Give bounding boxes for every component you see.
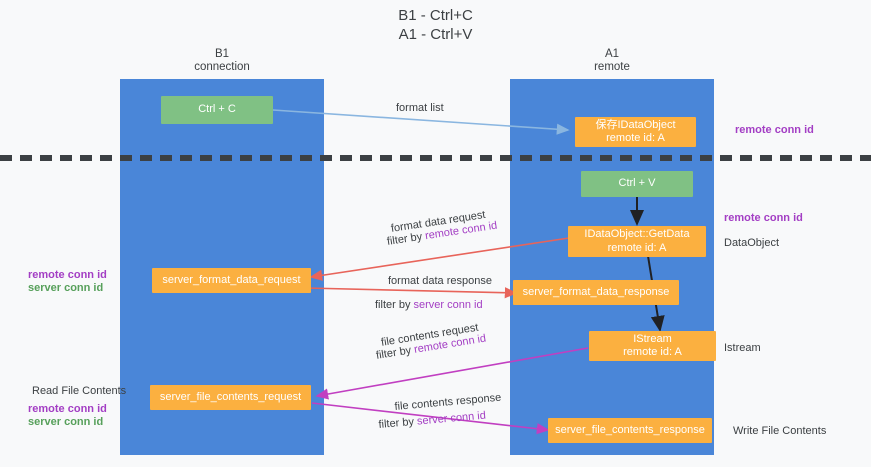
column-header-b1-line2: connection: [194, 61, 250, 73]
column-header-a1-line2: remote: [594, 61, 630, 73]
annotation-right-write-file-contents-text: Write File Contents: [733, 425, 827, 437]
section-divider: [0, 155, 871, 161]
node-server-format-data-response[interactable]: server_format_data_response: [513, 280, 679, 305]
node-ctrl-v-label: Ctrl + V: [618, 177, 656, 190]
edge-label-format-data-response-text: format data response: [388, 275, 492, 287]
column-header-b1: B1 connection: [120, 48, 324, 74]
edge-label-format-data-response: format data response: [388, 274, 492, 288]
node-server-file-contents-request[interactable]: server_file_contents_request: [150, 385, 311, 410]
annotation-left-server-conn-id-1-text: server conn id: [28, 282, 104, 294]
node-server-file-contents-response-label: server_file_contents_response: [555, 423, 705, 436]
node-idataobject-getdata-line1: IDataObject::GetData: [584, 228, 690, 240]
annotation-right-remote-conn-id-mid: remote conn id: [724, 211, 803, 225]
edge-label-file-contents-response: file contents response: [394, 391, 502, 414]
column-header-a1: A1 remote: [510, 48, 714, 74]
annotation-left-remote-conn-id-1: remote conn id: [28, 268, 107, 282]
annotation-left-server-conn-id-2: server conn id: [28, 415, 103, 429]
node-ctrl-c[interactable]: Ctrl + C: [161, 96, 273, 124]
annotation-right-remote-conn-id-mid-text: remote conn id: [724, 212, 803, 224]
node-server-file-contents-request-label: server_file_contents_request: [159, 390, 302, 403]
annotation-left-server-conn-id-2-text: server conn id: [28, 416, 104, 428]
annotation-right-dataobject: DataObject: [724, 236, 779, 250]
node-server-format-data-request-label: server_format_data_request: [162, 273, 301, 286]
node-idataobject-getdata[interactable]: IDataObject::GetData remote id: A: [568, 226, 706, 257]
node-server-file-contents-response[interactable]: server_file_contents_response: [548, 418, 712, 443]
edge-label-format-data-response-filter-prefix: filter by: [375, 299, 414, 311]
node-ctrl-v[interactable]: Ctrl + V: [581, 171, 693, 197]
node-save-idataobject-line1: 保存IDataObject: [595, 118, 676, 131]
page-title: B1 - Ctrl+C A1 - Ctrl+V: [0, 6, 871, 44]
title-line-2: A1 - Ctrl+V: [398, 26, 473, 43]
annotation-right-istream-text: Istream: [724, 342, 761, 354]
annotation-left-remote-conn-id-1-text: remote conn id: [28, 269, 107, 281]
annotation-left-read-file-contents-text: Read File Contents: [32, 385, 127, 397]
node-idataobject-getdata-line2: remote id: A: [607, 241, 667, 254]
node-server-format-data-response-label: server_format_data_response: [522, 285, 670, 298]
node-ctrl-c-label: Ctrl + C: [198, 103, 236, 116]
node-save-idataobject-line2: remote id: A: [606, 132, 665, 144]
edge-label-format-list-text: format list: [396, 102, 444, 114]
node-server-format-data-request[interactable]: server_format_data_request: [152, 268, 311, 293]
annotation-right-remote-conn-id-top-text: remote conn id: [735, 124, 814, 136]
edge-label-file-contents-response-filter-key: server conn id: [416, 409, 487, 428]
annotation-right-write-file-contents: Write File Contents: [733, 424, 826, 438]
edge-label-file-contents-response-filter-prefix: filter by: [378, 415, 418, 431]
annotation-right-dataobject-text: DataObject: [724, 237, 780, 249]
node-istream-line1: IStream: [633, 332, 672, 345]
edge-label-file-contents-response-text: file contents response: [394, 391, 502, 413]
annotation-right-istream: Istream: [724, 341, 761, 355]
node-istream[interactable]: IStream remote id: A: [589, 331, 716, 361]
edge-label-format-list: format list: [396, 101, 444, 115]
annotation-left-server-conn-id-1: server conn id: [28, 281, 103, 295]
node-istream-line2: remote id: A: [623, 346, 682, 358]
edge-label-format-data-response-filter: filter by server conn id: [375, 298, 483, 312]
annotation-right-remote-conn-id-top: remote conn id: [735, 123, 814, 137]
column-header-a1-line1: A1: [604, 48, 620, 60]
annotation-left-read-file-contents: Read File Contents: [32, 384, 126, 398]
node-save-idataobject[interactable]: 保存IDataObject remote id: A: [575, 117, 696, 147]
title-line-1: B1 - Ctrl+C: [398, 7, 473, 24]
edge-format-data-response: [305, 287, 518, 299]
column-header-b1-line1: B1: [214, 48, 230, 60]
annotation-left-remote-conn-id-2: remote conn id: [28, 402, 107, 416]
annotation-left-remote-conn-id-2-text: remote conn id: [28, 403, 107, 415]
edge-label-format-data-response-filter-key: server conn id: [413, 299, 483, 311]
